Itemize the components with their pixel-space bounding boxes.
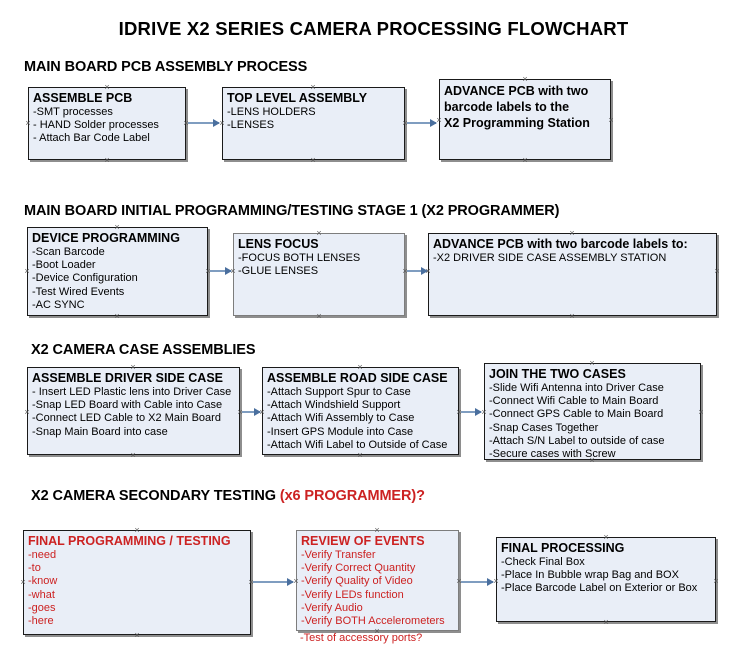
box-line: -Attach Wifi Label to Outside of Case — [267, 438, 448, 451]
box-advance-pcb-driver-side-case[interactable]: ADVANCE PCB with two barcode labels to: … — [428, 233, 717, 316]
connector-arrow — [461, 578, 494, 586]
box-line: -need — [28, 549, 57, 561]
box-line: -Check Final Box — [501, 556, 585, 568]
box-line: -Snap Cases Together — [489, 421, 599, 434]
box-final-processing[interactable]: FINAL PROCESSING -Check Final Box -Place… — [496, 537, 716, 622]
section-heading-1: MAIN BOARD PCB ASSEMBLY PROCESS — [24, 59, 307, 75]
box-line: -Insert GPS Module into Case — [267, 425, 414, 438]
box-title: barcode labels to the — [444, 100, 570, 114]
box-title: TOP LEVEL ASSEMBLY — [227, 91, 368, 105]
section-heading-4-text: X2 CAMERA SECONDARY TESTING — [31, 488, 280, 504]
connector-arrow — [461, 408, 482, 416]
box-assemble-road-side-case[interactable]: ASSEMBLE ROAD SIDE CASE -Attach Support … — [262, 367, 459, 455]
box-line: -Connect Wifi Cable to Main Board — [489, 395, 659, 408]
box-line: -Verify Correct Quantity — [301, 562, 416, 575]
box-line: -to — [28, 562, 41, 575]
box-assemble-pcb[interactable]: ASSEMBLE PCB -SMT processes - HAND Solde… — [28, 87, 186, 160]
box-line: -Snap Main Board into case — [32, 425, 168, 438]
box-line-overflow: -Test of accessory ports? — [300, 632, 423, 644]
connector-arrow — [242, 408, 261, 416]
box-line: -what — [28, 588, 55, 601]
box-line: -Verify LEDs function — [301, 588, 404, 601]
section-heading-3: X2 CAMERA CASE ASSEMBLIES — [31, 342, 256, 358]
box-title: ASSEMBLE ROAD SIDE CASE — [267, 371, 448, 385]
box-final-programming-testing[interactable]: FINAL PROGRAMMING / TESTING -need -to -k… — [23, 530, 251, 635]
box-title: FINAL PROCESSING — [501, 541, 625, 555]
box-line: -LENSES — [227, 119, 275, 132]
connector-arrow — [210, 267, 232, 275]
box-title: FINAL PROGRAMMING / TESTING — [28, 534, 231, 548]
box-title: ADVANCE PCB with two — [444, 84, 589, 98]
box-line: -Connect LED Cable to X2 Main Board — [32, 412, 221, 425]
box-line: -Verify BOTH Accelerometers — [301, 615, 445, 628]
page-title: IDRIVE X2 SERIES CAMERA PROCESSING FLOWC… — [118, 18, 629, 39]
box-line: -Boot Loader — [32, 259, 96, 272]
box-line: -here — [28, 615, 54, 628]
box-line: - HAND Solder processes — [33, 119, 159, 132]
box-title: LENS FOCUS — [238, 237, 319, 251]
section-heading-2-text: MAIN BOARD INITIAL PROGRAMMING/TESTING S… — [24, 203, 560, 219]
box-advance-pcb-programming-station[interactable]: ADVANCE PCB with two barcode labels to t… — [439, 79, 611, 160]
box-title: JOIN THE TWO CASES — [489, 367, 626, 381]
box-line: -Attach Wifi Assembly to Case — [267, 412, 415, 425]
box-top-level-assembly[interactable]: TOP LEVEL ASSEMBLY -LENS HOLDERS -LENSES — [222, 87, 405, 160]
box-line: -Verify Quality of Video — [301, 575, 413, 588]
box-title: X2 Programming Station — [444, 116, 590, 130]
box-lens-focus[interactable]: LENS FOCUS -FOCUS BOTH LENSES -GLUE LENS… — [233, 233, 405, 316]
box-line: -AC SYNC — [32, 298, 85, 311]
box-line: -LENS HOLDERS — [227, 106, 316, 118]
box-title: ASSEMBLE PCB — [33, 91, 133, 105]
box-line: -goes — [28, 601, 56, 614]
box-line: -Place Barcode Label on Exterior or Box — [501, 582, 698, 595]
box-title: ASSEMBLE DRIVER SIDE CASE — [32, 371, 224, 385]
box-line: -Connect GPS Cable to Main Board — [489, 408, 664, 421]
section-heading-3-text: X2 CAMERA CASE ASSEMBLIES — [31, 342, 256, 358]
box-line: -Device Configuration — [32, 272, 138, 285]
section-heading-4-accent: (x6 PROGRAMMER)? — [279, 488, 425, 504]
box-line: -Attach Support Spur to Case — [267, 386, 411, 398]
box-assemble-driver-side-case[interactable]: ASSEMBLE DRIVER SIDE CASE - Insert LED P… — [27, 367, 240, 455]
box-line: -X2 DRIVER SIDE CASE ASSEMBLY STATION — [433, 252, 667, 264]
box-title: DEVICE PROGRAMMING — [32, 231, 180, 245]
box-line: -Verify Audio — [301, 601, 363, 614]
box-line: - Insert LED Plastic lens into Driver Ca… — [32, 386, 232, 398]
box-line: -FOCUS BOTH LENSES — [238, 252, 361, 264]
box-line: -know — [28, 575, 58, 588]
section-heading-2: MAIN BOARD INITIAL PROGRAMMING/TESTING S… — [24, 203, 560, 219]
box-review-of-events[interactable]: REVIEW OF EVENTS -Verify Transfer -Verif… — [296, 530, 459, 631]
box-title: ADVANCE PCB with two barcode labels to: — [433, 237, 688, 251]
box-line: -GLUE LENSES — [238, 265, 319, 278]
box-line: -Scan Barcode — [32, 246, 105, 258]
box-line: -Verify Transfer — [301, 549, 376, 561]
box-line: -Attach Windshield Support — [267, 399, 401, 412]
box-device-programming[interactable]: DEVICE PROGRAMMING -Scan Barcode -Boot L… — [27, 227, 208, 316]
connector-arrow — [188, 119, 220, 127]
connector-arrow — [253, 578, 294, 586]
box-join-the-two-cases[interactable]: JOIN THE TWO CASES -Slide Wifi Antenna i… — [484, 363, 701, 460]
section-heading-1-text: MAIN BOARD PCB ASSEMBLY PROCESS — [24, 59, 308, 75]
box-title: REVIEW OF EVENTS — [301, 534, 425, 548]
box-line: -Test Wired Events — [32, 285, 125, 298]
box-line: -Secure cases with Screw — [489, 448, 616, 461]
box-line: -Snap LED Board with Cable into Case — [32, 399, 223, 412]
connector-arrow — [407, 267, 428, 275]
section-heading-4: X2 CAMERA SECONDARY TESTING (x6 PROGRAMM… — [31, 488, 425, 504]
box-line: -Slide Wifi Antenna into Driver Case — [489, 382, 664, 394]
connector-arrow — [407, 119, 437, 127]
box-line: - Attach Bar Code Label — [33, 132, 150, 145]
box-line: -SMT processes — [33, 106, 113, 118]
box-line: -Place In Bubble wrap Bag and BOX — [501, 569, 679, 582]
box-line: -Attach S/N Label to outside of case — [489, 434, 665, 447]
